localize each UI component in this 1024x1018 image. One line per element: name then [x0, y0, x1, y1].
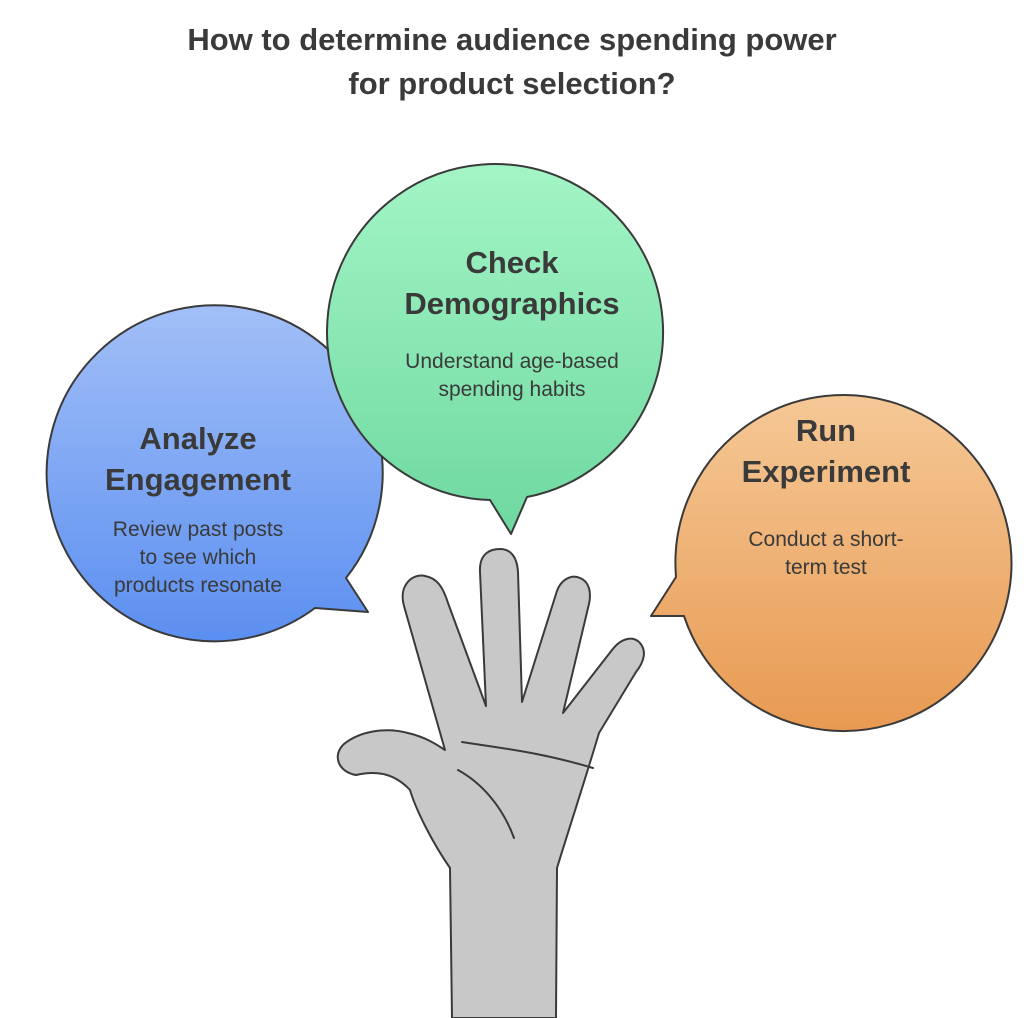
bubble-check-demographics: Check Demographics Understand age-based …	[362, 242, 662, 404]
desc-line-3: products resonate	[113, 574, 283, 597]
title-line-2: for product selection?	[348, 66, 676, 101]
diagram-title: How to determine audience spending power…	[0, 18, 1024, 106]
heading-line-1: Check	[465, 245, 559, 280]
bubble-shape-run-experiment	[650, 393, 1013, 732]
heading-line-2: Engagement	[104, 462, 292, 497]
desc-line-1: Conduct a short-	[748, 528, 904, 551]
desc-line-2: spending habits	[438, 378, 586, 401]
palm-crease-upper	[461, 741, 594, 769]
bubble-analyze-engagement: Analyze Engagement Review past posts to …	[48, 418, 348, 600]
desc-line-1: Review past posts	[112, 518, 284, 541]
bubble-heading: Run Experiment	[676, 410, 976, 492]
heading-line-1: Run	[795, 413, 857, 448]
bubble-heading: Analyze Engagement	[48, 418, 348, 500]
bubble-description: Conduct a short- term test	[676, 526, 976, 582]
heading-line-2: Demographics	[404, 286, 620, 321]
hand-icon	[336, 548, 645, 1018]
heading-line-2: Experiment	[741, 454, 911, 489]
desc-line-1: Understand age-based	[405, 350, 619, 373]
heading-line-1: Analyze	[139, 421, 257, 456]
desc-line-2: to see which	[139, 546, 257, 569]
bubble-run-experiment: Run Experiment Conduct a short- term tes…	[676, 410, 976, 582]
bubble-shape-check-demographics	[326, 163, 664, 535]
bubble-heading: Check Demographics	[362, 242, 662, 324]
desc-line-2: term test	[785, 556, 867, 579]
bubble-description: Understand age-based spending habits	[362, 348, 662, 404]
bubble-description: Review past posts to see which products …	[48, 516, 348, 600]
palm-crease-lower	[457, 769, 515, 839]
title-line-1: How to determine audience spending power	[187, 22, 837, 57]
